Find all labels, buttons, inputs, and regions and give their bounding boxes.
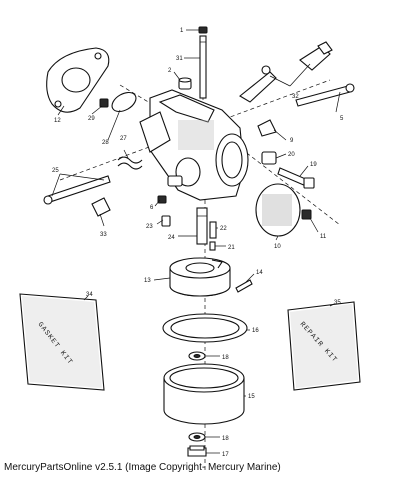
callout-27: 27 [120,136,127,142]
part-13-float [169,257,231,297]
part-2-cap [178,77,192,90]
part-20-spring-plug [261,151,277,165]
callout-17: 17 [222,452,229,458]
callout-18-lower: 18 [222,436,229,442]
carburetor-body [139,89,249,201]
callout-23: 23 [146,224,153,230]
callout-22: 22 [220,226,227,232]
callout-21: 21 [228,245,235,251]
callout-labels: 1 2 5 6 9 10 11 12 13 14 15 16 17 18 18 … [52,28,344,458]
part-16-ring-gasket [162,313,248,343]
callout-25: 25 [52,168,59,174]
callout-11: 11 [320,234,327,240]
callout-35: 35 [334,300,341,306]
callout-29: 29 [88,116,95,122]
part-27-spring [117,156,143,170]
callout-34: 34 [86,292,93,298]
part-21-pin [209,241,216,251]
callout-10: 10 [274,244,281,250]
callout-9: 9 [290,138,294,144]
part-6-screw [157,195,167,204]
part-1-cap [198,26,208,34]
part-24-jet [196,207,208,245]
part-9-fitting [257,119,277,137]
part-29-screw [99,98,109,108]
callout-24: 24 [168,235,175,241]
part-33-bracket [91,197,111,217]
callout-20: 20 [288,152,295,158]
callout-13: 13 [144,278,151,284]
part-22-tube [209,221,217,239]
part-31-rod [199,35,207,99]
part-19-needle-screw [277,167,315,189]
callout-2: 2 [168,68,172,74]
callout-14: 14 [256,270,263,276]
callout-6: 6 [150,205,154,211]
callout-32: 32 [292,94,299,100]
part-14-pin [235,279,253,293]
part-18-washer-upper [188,351,206,361]
callout-19: 19 [310,162,317,168]
part-25-shaft [43,175,111,205]
part-12-gasket-flange [46,47,110,113]
callout-31: 31 [176,56,183,62]
callout-18-upper: 18 [222,355,229,361]
callout-1: 1 [180,28,184,34]
part-34-gasket-kit-card: GASKET KIT [19,293,105,391]
image-copyright-caption: MercuryPartsOnline v2.5.1 (Image Copyrig… [4,462,281,473]
part-17-drain-screw [187,445,207,457]
part-23-screw [161,215,171,227]
part-11-nut [301,209,312,220]
part-28-throttle-disc [111,91,137,113]
part-32-linkage [239,41,333,103]
part-10-diaphragm [255,183,301,237]
part-15-float-bowl [163,363,245,425]
callout-leader-lines [51,29,341,454]
callout-5: 5 [340,116,344,122]
callout-28: 28 [102,140,109,146]
callout-16: 16 [252,328,259,334]
callout-12: 12 [54,118,61,124]
callout-15: 15 [248,394,255,400]
part-5-rod [295,83,355,107]
part-18-washer-lower [188,432,206,442]
part-35-repair-kit-card: REPAIR KIT [287,301,361,391]
callout-33: 33 [100,232,107,238]
